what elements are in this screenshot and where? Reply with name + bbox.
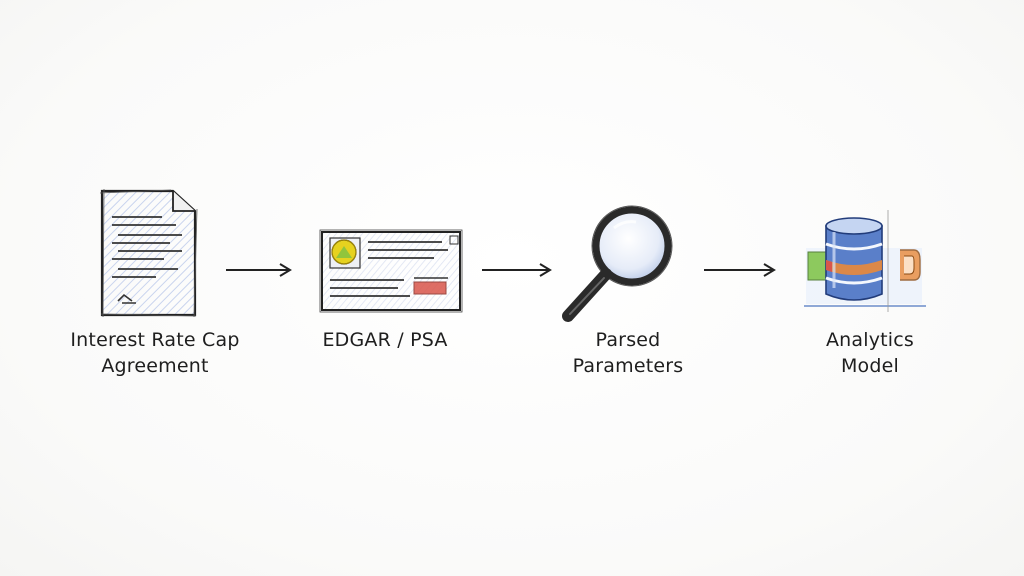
label-line: Parsed xyxy=(595,329,661,351)
label-line: EDGAR / PSA xyxy=(322,329,448,351)
node-parsed: Parsed Parameters xyxy=(550,180,720,390)
label-line: Agreement xyxy=(101,355,209,377)
document-icon xyxy=(99,188,198,318)
label-line: Analytics xyxy=(825,329,915,351)
arrow-2 xyxy=(482,263,552,277)
node-agreement: Interest Rate Cap Agreement xyxy=(40,180,270,390)
label-line: Interest Rate Cap xyxy=(70,329,240,351)
database-icon xyxy=(804,210,926,312)
arrow-1 xyxy=(226,263,292,277)
node-edgar: EDGAR / PSA xyxy=(300,180,470,390)
filing-card-icon xyxy=(319,229,463,313)
node-model: Analytics Model xyxy=(780,180,960,390)
node-label: Analytics Model xyxy=(780,327,960,379)
magnifying-glass-icon xyxy=(562,205,673,322)
node-label: Interest Rate Cap Agreement xyxy=(40,327,270,379)
label-line: Parameters xyxy=(572,355,684,377)
label-line: Model xyxy=(840,355,900,377)
arrow-3 xyxy=(704,263,776,277)
node-label: Parsed Parameters xyxy=(543,327,713,379)
node-label: EDGAR / PSA xyxy=(300,327,470,353)
